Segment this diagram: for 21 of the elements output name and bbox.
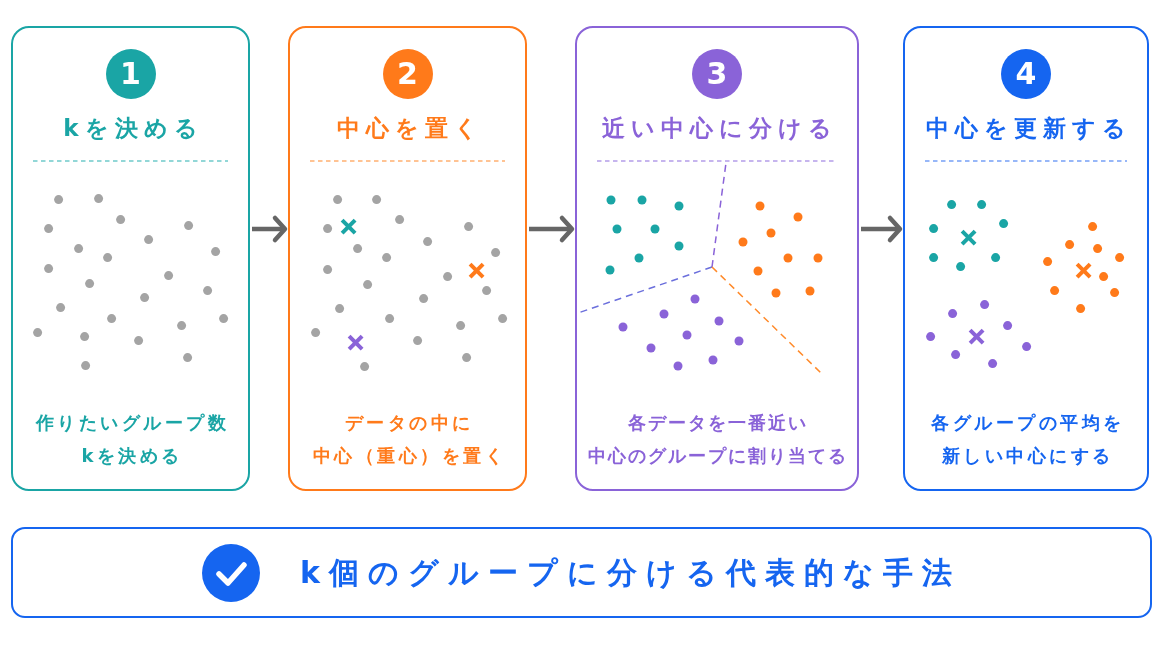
arrow [252, 215, 288, 243]
step-title: 中心を更新する [925, 114, 1132, 143]
step-card [575, 26, 859, 491]
step-title: kを決める [62, 114, 204, 143]
summary-banner [11, 527, 1152, 618]
step-card [11, 26, 250, 491]
arrow [861, 215, 903, 243]
step-title: 近い中心に分ける [601, 114, 838, 143]
step-title: 中心を置く [336, 114, 484, 143]
step-number-circle: 3 [692, 49, 742, 99]
step-description: 各データを一番近い中心のグループに割り当てる [587, 411, 848, 468]
arrow [529, 215, 575, 243]
step-description: 作りたいグループ数kを決める [34, 411, 229, 468]
step-description: データの中に中心（重心）を置く [311, 411, 506, 468]
step-description: 各グループの平均を新しい中心にする [930, 411, 1125, 468]
step-number-circle: 4 [1001, 49, 1051, 99]
summary-text: k個のグループに分ける代表的な手法 [300, 553, 961, 592]
step-number-circle: 2 [382, 49, 433, 99]
step-card [288, 26, 527, 491]
step-number-circle: 1 [105, 49, 156, 99]
step-card [903, 26, 1149, 491]
